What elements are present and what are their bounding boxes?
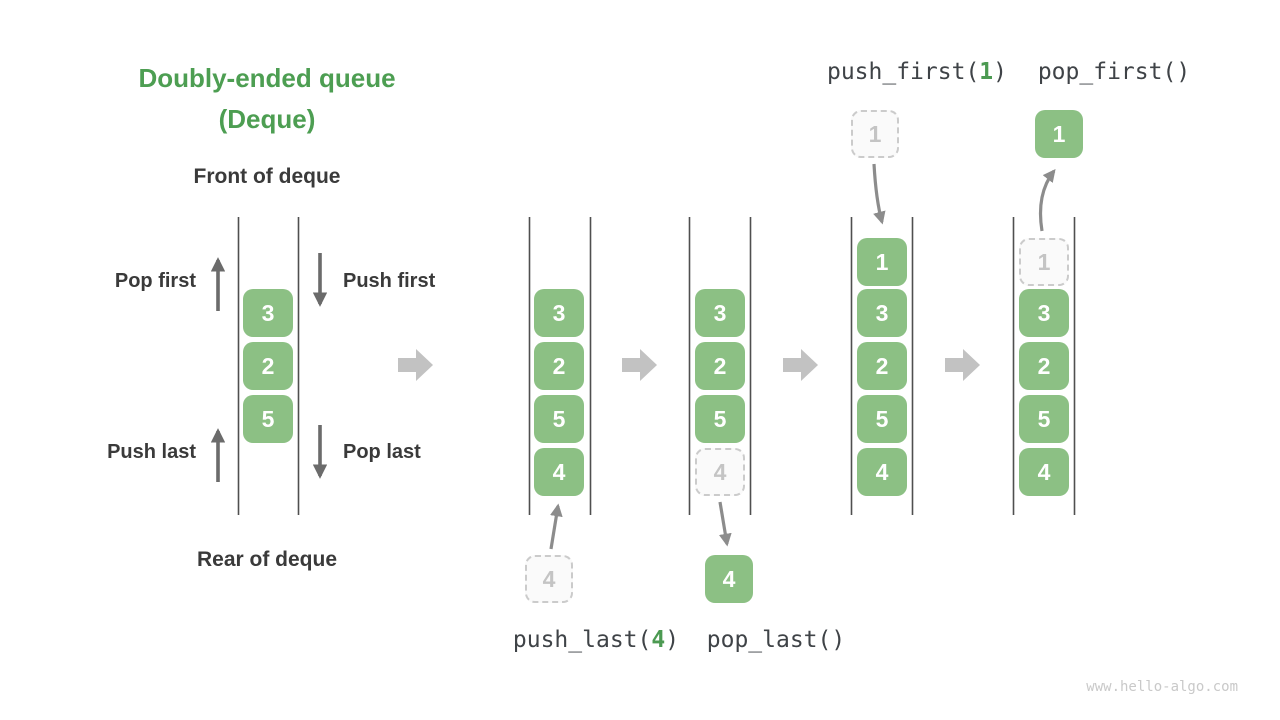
step-arrow-3-icon [783,349,818,381]
pop-last-op-label: pop_last() [626,627,926,653]
state2-cell: 2 [695,342,745,390]
push-last-label: Push last [107,441,196,463]
op-arg: 4 [651,627,666,653]
front-of-deque-label: Front of deque [193,165,341,188]
pop-first-op-label: pop_first() [964,59,1264,85]
push-first-op-label: push_first(1) [767,59,1067,85]
demo-cell: 2 [243,342,293,390]
pop-first-removed-box: 1 [1035,110,1083,158]
step-arrow-2-icon [622,349,657,381]
demo-cell: 3 [243,289,293,337]
page-title-line2: (Deque) [218,104,316,134]
pop-last-removed-box: 4 [705,555,753,603]
push-last-incoming-box: 4 [525,555,573,603]
op-text: ) [831,627,846,653]
push-first-connector-arrow-icon [872,163,886,225]
page-title: Doubly-ended queue (Deque) [92,58,442,140]
rear-of-deque-label: Rear of deque [196,548,338,571]
push-first-incoming-box: 1 [851,110,899,158]
pop-last-connector-arrow-icon [718,501,732,547]
push-last-op-label: push_last(4) [446,627,746,653]
op-text: ) [1176,59,1191,85]
pop-first-connector-arrow-icon [1038,168,1056,232]
demo-arrows [210,253,328,482]
watermark: www.hello-algo.com [1086,679,1238,695]
push-last-connector-arrow-icon [549,503,563,550]
op-text: ) [993,59,1008,85]
state2-cell: 5 [695,395,745,443]
op-text: push_first( [826,59,980,85]
connector-arrows [549,163,1056,550]
pop-first-label: Pop first [114,270,196,292]
step-arrow-1-icon [398,349,433,381]
state1-cell: 3 [534,289,584,337]
state1-cell: 5 [534,395,584,443]
state4-cell: 2 [1019,342,1069,390]
state1-cell: 4 [534,448,584,496]
state4-cell: 4 [1019,448,1069,496]
page-title-line1: Doubly-ended queue [138,63,396,93]
state1-cell: 2 [534,342,584,390]
state4-cell: 3 [1019,289,1069,337]
state3-cell: 2 [857,342,907,390]
op-arg: 1 [979,59,994,85]
op-text: pop_last( [706,627,832,653]
pop-last-label: Pop last [343,441,421,463]
op-text: push_last( [512,627,652,653]
state4-cell: 5 [1019,395,1069,443]
demo-cell: 5 [243,395,293,443]
state3-cell: 4 [857,448,907,496]
state3-cell: 1 [857,238,907,286]
state2-cell: 4 [695,448,745,496]
op-text: ) [665,627,680,653]
state3-cell: 3 [857,289,907,337]
state3-cell: 5 [857,395,907,443]
op-text: pop_first( [1037,59,1177,85]
state4-cell: 1 [1019,238,1069,286]
step-arrows [398,349,980,381]
step-arrow-4-icon [945,349,980,381]
push-first-label: Push first [343,270,436,292]
state2-cell: 3 [695,289,745,337]
channel-walls [237,217,1076,515]
